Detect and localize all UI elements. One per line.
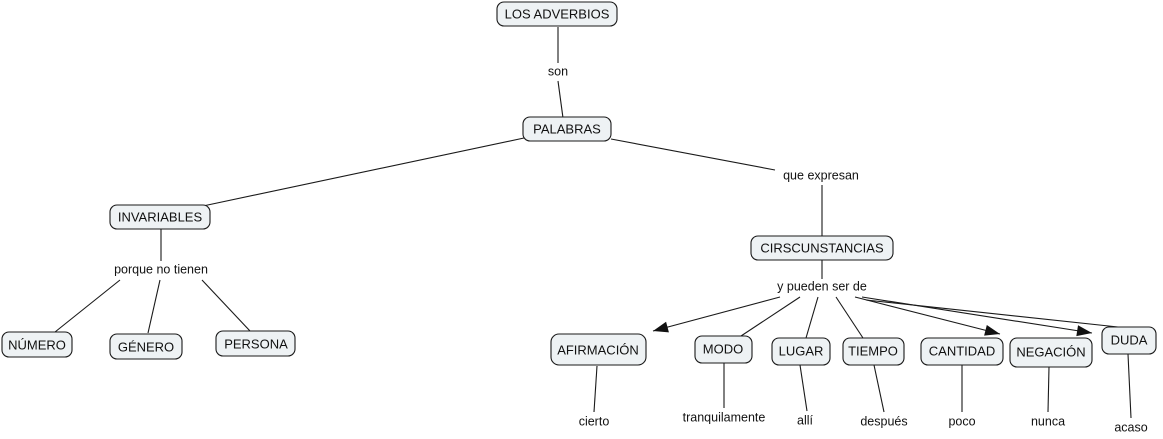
edge-son-label-to-palabras: [557, 80, 564, 119]
node-numero[interactable]: NÚMERO: [1, 331, 73, 358]
example-word-nunca: nunca: [1031, 414, 1065, 428]
node-cantidad[interactable]: CANTIDAD: [920, 337, 1004, 366]
example-word-poco: poco: [948, 414, 975, 428]
node-label-duda: DUDA: [1111, 332, 1148, 347]
edge-tiempo-to-ex-despues: [873, 364, 885, 413]
node-label-cirscunstancias: CIRSCUNSTANCIAS: [760, 240, 884, 255]
edge-y-pueden-label-to-negacion: [861, 296, 1093, 334]
node-negacion[interactable]: NEGACIÓN: [1009, 337, 1093, 368]
edge-porque-label-to-genero: [147, 279, 161, 334]
arrow-head-cantidad: [984, 324, 1000, 336]
node-label-lugar: LUGAR: [779, 343, 824, 358]
node-persona[interactable]: PERSONA: [215, 330, 296, 357]
node-label-numero: NÚMERO: [8, 337, 66, 352]
node-box-negacion[interactable]: [1009, 337, 1093, 368]
example-words-layer: cierto tranquilamente allí después poco …: [579, 410, 1148, 434]
node-box-palabras[interactable]: [522, 116, 612, 142]
example-word-cierto: cierto: [579, 414, 610, 428]
edge-palabras-to-invariables: [202, 137, 525, 207]
link-labels-layer: son que expresan porque no tienen y pued…: [114, 64, 867, 293]
edge-y-pueden-label-to-cantidad: [854, 296, 1001, 335]
node-label-palabras: PALABRAS: [533, 121, 601, 136]
node-box-genero[interactable]: [109, 333, 183, 360]
nodes-layer: LOS ADVERBIOS PALABRAS INVARIABLES CIRSC…: [1, 1, 1157, 368]
node-box-cirscunstancias[interactable]: [750, 235, 894, 261]
node-box-numero[interactable]: [1, 331, 73, 358]
node-label-persona: PERSONA: [224, 336, 288, 351]
example-word-tranquilamente: tranquilamente: [683, 410, 766, 424]
node-box-modo[interactable]: [694, 335, 753, 364]
node-lugar[interactable]: LUGAR: [771, 337, 831, 366]
example-word-alli: allí: [797, 413, 814, 427]
node-duda[interactable]: DUDA: [1101, 326, 1157, 355]
example-word-acaso: acaso: [1114, 420, 1147, 434]
node-box-duda[interactable]: [1101, 326, 1157, 355]
node-tiempo[interactable]: TIEMPO: [842, 337, 905, 366]
node-label-los-adverbios: LOS ADVERBIOS: [505, 6, 610, 21]
edge-y-pueden-label-to-tiempo: [835, 296, 864, 339]
example-word-despues: después: [860, 414, 907, 428]
edge-negacion-to-ex-nunca: [1047, 366, 1050, 413]
node-box-invariables[interactable]: [109, 204, 211, 230]
arrow-head-negacion: [1076, 325, 1092, 337]
node-afirmacion[interactable]: AFIRMACIÓN: [550, 333, 647, 366]
edge-palabras-to-que-expresan-label: [610, 138, 776, 171]
link-label-porque-no-tienen: porque no tienen: [114, 262, 208, 276]
node-modo[interactable]: MODO: [694, 335, 753, 364]
edge-y-pueden-label-to-modo: [740, 296, 801, 337]
edge-y-pueden-label-to-duda: [865, 299, 1119, 328]
node-box-los-adverbios[interactable]: [496, 1, 618, 27]
edge-porque-label-to-numero: [54, 279, 121, 333]
arrow-heads-layer: [653, 321, 1092, 337]
node-label-negacion: NEGACIÓN: [1016, 344, 1085, 359]
node-box-cantidad[interactable]: [920, 337, 1004, 366]
node-los-adverbios[interactable]: LOS ADVERBIOS: [496, 1, 618, 27]
link-label-y-pueden-ser-de: y pueden ser de: [777, 279, 867, 293]
node-palabras[interactable]: PALABRAS: [522, 116, 612, 142]
link-label-son: son: [548, 64, 568, 78]
node-label-genero: GÉNERO: [118, 339, 174, 354]
node-box-tiempo[interactable]: [842, 337, 905, 366]
link-label-que-expresan: que expresan: [783, 168, 859, 182]
node-label-afirmacion: AFIRMACIÓN: [557, 342, 639, 357]
node-label-cantidad: CANTIDAD: [929, 343, 995, 358]
node-invariables[interactable]: INVARIABLES: [109, 204, 211, 230]
node-box-persona[interactable]: [215, 330, 296, 357]
node-genero[interactable]: GÉNERO: [109, 333, 183, 360]
node-label-invariables: INVARIABLES: [118, 209, 203, 224]
edge-y-pueden-label-to-lugar: [805, 296, 819, 339]
node-box-afirmacion[interactable]: [550, 333, 647, 366]
node-cirscunstancias[interactable]: CIRSCUNSTANCIAS: [750, 235, 894, 261]
node-label-tiempo: TIEMPO: [848, 343, 898, 358]
edges-layer: [54, 27, 1132, 419]
node-label-modo: MODO: [703, 341, 743, 356]
edge-porque-label-to-persona: [201, 279, 251, 332]
arrow-head-afirmacion: [653, 321, 669, 333]
edge-afirmacion-to-ex-cierto: [593, 365, 598, 413]
edge-duda-to-ex-acaso: [1127, 353, 1132, 419]
edge-lugar-to-ex-alli: [799, 364, 808, 412]
edge-y-pueden-label-to-afirmacion: [652, 296, 781, 332]
node-box-lugar[interactable]: [771, 337, 831, 366]
